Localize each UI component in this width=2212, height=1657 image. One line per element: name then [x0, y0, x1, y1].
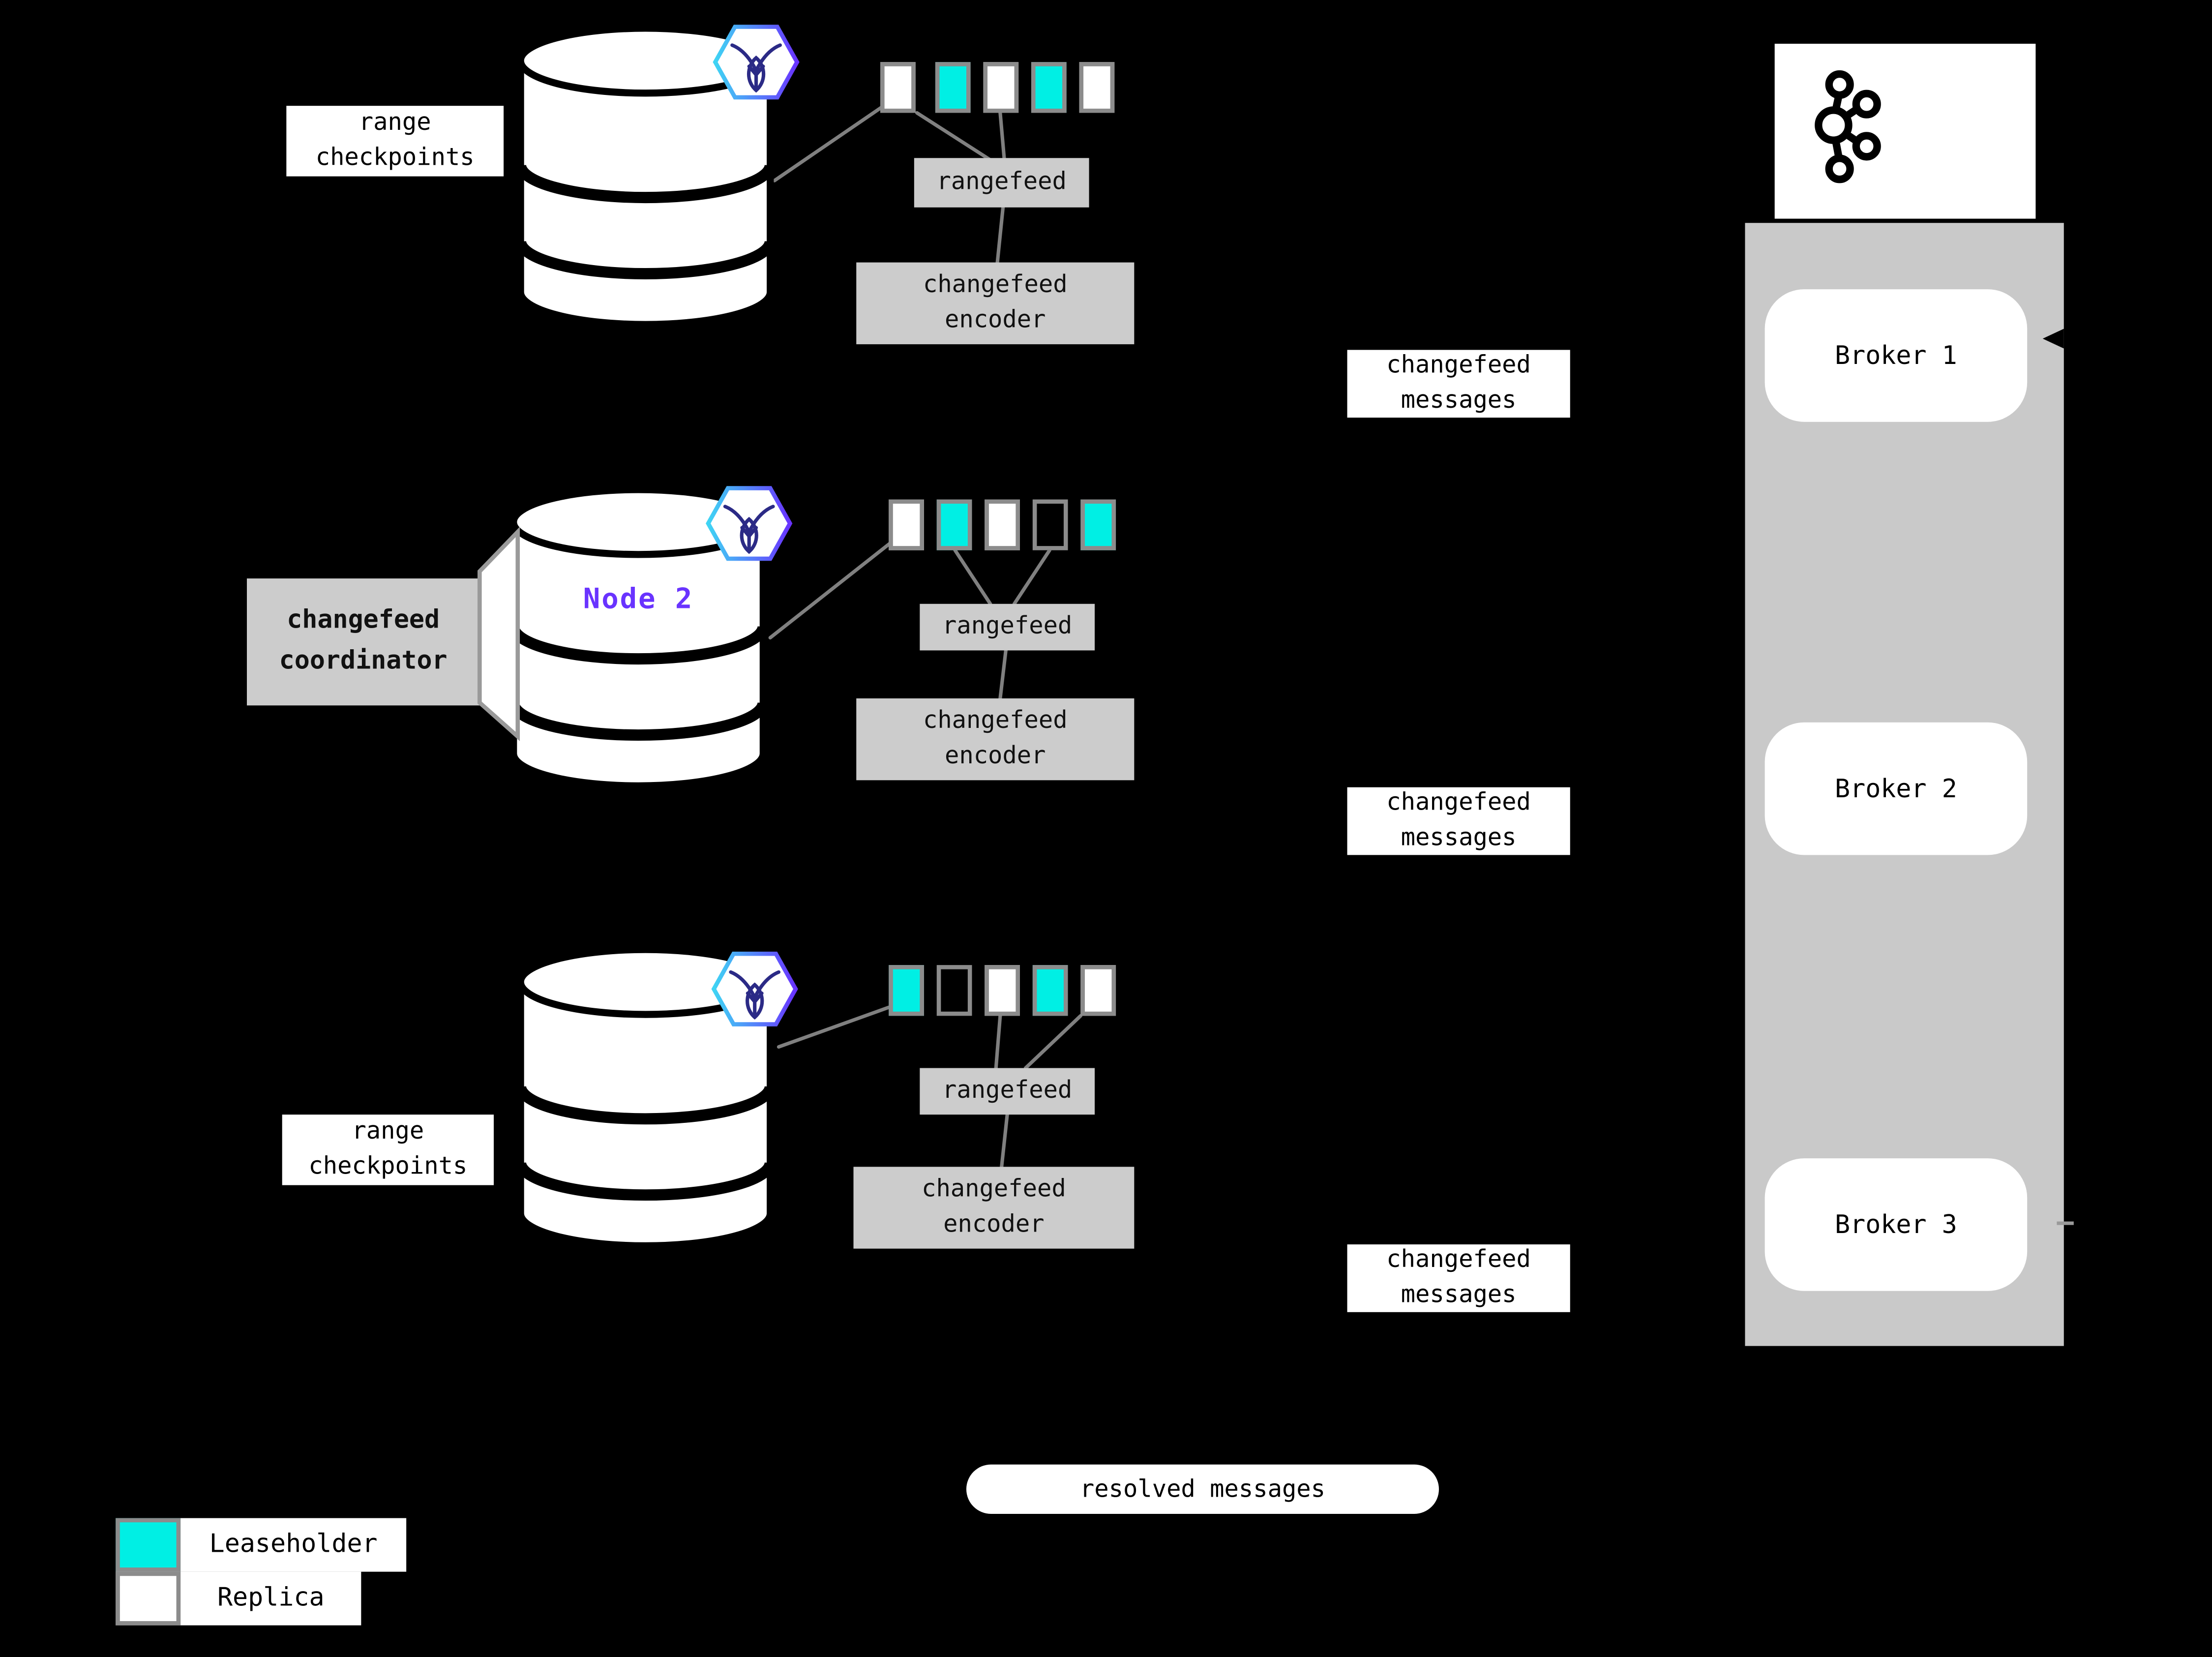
node2-range-2: [936, 499, 972, 550]
changefeed-messages-label-3: changefeed messages: [1347, 1244, 1570, 1312]
changefeed-encoder-box-node1: changefeed encoder: [856, 262, 1135, 344]
node1-range-5: [1079, 62, 1115, 113]
line-node3-to-ranges: [777, 1005, 891, 1049]
node3-range-5: [1080, 965, 1116, 1016]
node1-range-1: [880, 62, 916, 113]
changefeed-messages-label-1: changefeed messages: [1347, 350, 1570, 418]
legend-swatch-leaseholder: [116, 1518, 181, 1572]
crdb-logo-icon-node3: [711, 951, 798, 1026]
legend-label-replica: Replica: [180, 1571, 361, 1626]
kafka-icon: [1815, 70, 1881, 183]
resolved-messages-label: resolved messages: [966, 1464, 1439, 1514]
node1-cylinder: [515, 25, 776, 328]
line-rangefeed3-to-encoder3: [1000, 1113, 1009, 1169]
rangefeed-box-node1: rangefeed: [914, 158, 1089, 208]
rangefeed-box-node2: rangefeed: [920, 603, 1095, 651]
node2-range-5: [1080, 499, 1116, 550]
node3-range-2: [936, 965, 972, 1016]
crdb-logo-icon-node1: [713, 25, 800, 100]
kafka-logo-card: Kafka: [1774, 43, 2036, 219]
broker-1-label: Broker 1: [1835, 340, 1957, 371]
line-range5-to-rangefeed3: [1023, 1014, 1082, 1070]
legend-label-leaseholder: Leaseholder: [180, 1518, 407, 1572]
kafka-broker-1: Broker 1: [1764, 289, 2028, 422]
node1-range-4: [1031, 62, 1067, 113]
node3-range-1: [889, 965, 924, 1016]
line-range3-to-rangefeed1: [998, 111, 1007, 163]
crdb-logo-icon-node2: [706, 486, 793, 561]
range-checkpoints-label-node3: range checkpoints: [282, 1115, 494, 1185]
node1-range-3: [983, 62, 1019, 113]
kafka-broker-2: Broker 2: [1764, 722, 2028, 855]
line-range4-to-rangefeed2: [1012, 548, 1051, 606]
arrowhead-into-broker-1: [2042, 329, 2064, 349]
node3-cylinder: [515, 946, 776, 1250]
node3-range-3: [985, 965, 1020, 1016]
line-range3-to-rangefeed3: [994, 1014, 1002, 1070]
changefeed-encoder-box-node2: changefeed encoder: [856, 698, 1135, 781]
node2-label: Node 2: [583, 581, 694, 615]
node3-range-4: [1032, 965, 1068, 1016]
changefeed-messages-label-2: changefeed messages: [1347, 787, 1570, 855]
changefeed-coordinator-label: changefeed coordinator: [247, 578, 480, 706]
node2-cylinder: [508, 486, 769, 789]
kafka-broker-3: Broker 3: [1764, 1158, 2028, 1291]
broker-2-label: Broker 2: [1835, 774, 1957, 804]
node2-range-3: [985, 499, 1020, 550]
kafka-panel: Broker 1 Broker 2 Broker 3: [1745, 223, 2064, 1346]
rangefeed-box-node3: rangefeed: [920, 1068, 1095, 1115]
node2-range-4: [1032, 499, 1068, 550]
coordinator-callout-pointer: [478, 526, 520, 741]
node1-range-2: [935, 62, 971, 113]
line-range1-to-rangefeed1: [915, 111, 994, 163]
line-range2-to-rangefeed2: [953, 548, 992, 606]
line-node2-to-ranges: [768, 541, 892, 640]
line-rangefeed2-to-encoder2: [998, 648, 1008, 700]
changefeed-encoder-box-node3: changefeed encoder: [853, 1167, 1135, 1249]
legend-swatch-replica: [116, 1571, 181, 1626]
range-checkpoints-label-node1: range checkpoints: [286, 106, 504, 177]
broker-3-label: Broker 3: [1835, 1209, 1957, 1240]
line-node1-to-ranges: [773, 105, 884, 182]
line-rangefeed1-to-encoder1: [995, 206, 1005, 265]
node2-range-1: [889, 499, 924, 550]
resolved-messages-text: resolved messages: [1079, 1475, 1326, 1504]
